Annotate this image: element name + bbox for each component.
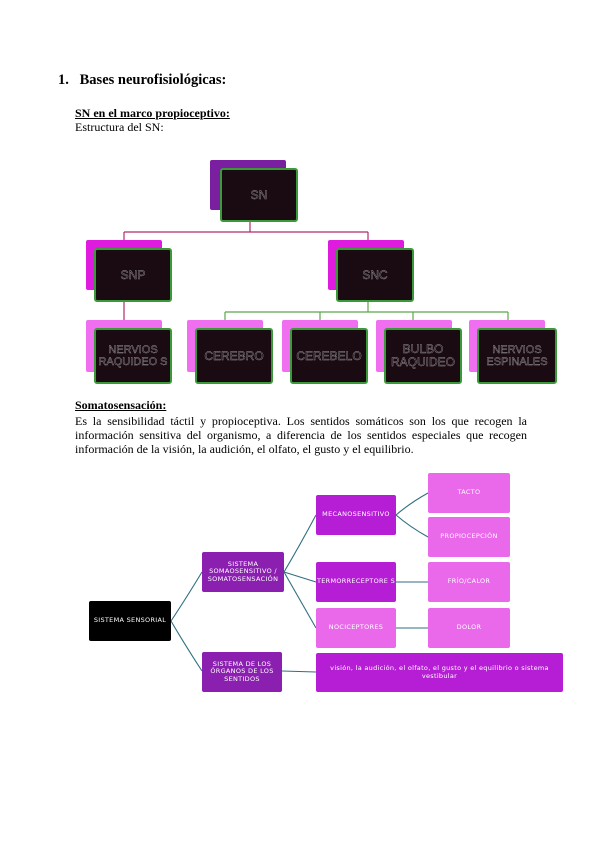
intro-text: Estructura del SN:	[75, 120, 164, 134]
org-node-cerebelo: CEREBELO	[282, 320, 370, 386]
org-node-snp: SNP	[86, 240, 174, 304]
map-root-sistema-sensorial: SISTEMA SENSORIAL	[89, 601, 171, 641]
map-branch-somatosensitivo: SISTEMA SOMAOSENSITIVO / SOMATOSENSACIÓN	[202, 552, 284, 592]
org-node-nervios-raquideos: NERVIOS RAQUIDEO S	[86, 320, 174, 386]
org-node-bulbo-raquideo: BULBO RAQUIDEO	[376, 320, 464, 386]
map-node-nociceptores: NOCICEPTORES	[316, 608, 396, 648]
map-leaf-frio-calor: FRÍO/CALOR	[428, 562, 510, 602]
subtitle-somatosensacion: Somatosensación:	[75, 398, 167, 412]
org-node-snp-label: SNP	[94, 248, 172, 302]
org-node-nervios-espinales: NERVIOS ESPINALES	[469, 320, 559, 386]
org-node-cerebro-label: CEREBRO	[195, 328, 273, 384]
org-node-sn: SN	[210, 160, 298, 224]
org-node-snc: SNC	[328, 240, 416, 304]
somatosensacion-paragraph: Es la sensibilidad táctil y propioceptiv…	[75, 414, 527, 456]
subtitle-sn: SN en el marco propioceptivo:	[75, 106, 230, 120]
heading-number: 1.	[58, 72, 69, 88]
org-node-cerebelo-label: CEREBELO	[290, 328, 368, 384]
org-node-nervios-espinales-label: NERVIOS ESPINALES	[477, 328, 557, 384]
map-leaf-dolor: DOLOR	[428, 608, 510, 648]
section-heading: 1. Bases neurofisiológicas:	[58, 72, 226, 89]
map-leaf-tacto: TACTO	[428, 473, 510, 513]
org-node-nervios-raquideos-label: NERVIOS RAQUIDEO S	[94, 328, 172, 384]
map-node-mecanosensitivo: MECANOSENSITIVO	[316, 495, 396, 535]
org-node-snc-label: SNC	[336, 248, 414, 302]
map-branch-organos-sentidos: SISTEMA DE LOS ÓRGANOS DE LOS SENTIDOS	[202, 652, 282, 692]
heading-title: Bases neurofisiológicas:	[79, 72, 227, 88]
org-node-sn-label: SN	[220, 168, 298, 222]
org-node-cerebro: CEREBRO	[187, 320, 275, 386]
map-leaf-sentidos: visión, la audición, el olfato, el gusto…	[316, 653, 563, 692]
org-node-bulbo-raquideo-label: BULBO RAQUIDEO	[384, 328, 462, 384]
map-node-termorreceptores: TERMORRECEPTORE S	[316, 562, 396, 602]
map-leaf-propiocepcion: PROPIOCEPCIÓN	[428, 517, 510, 557]
